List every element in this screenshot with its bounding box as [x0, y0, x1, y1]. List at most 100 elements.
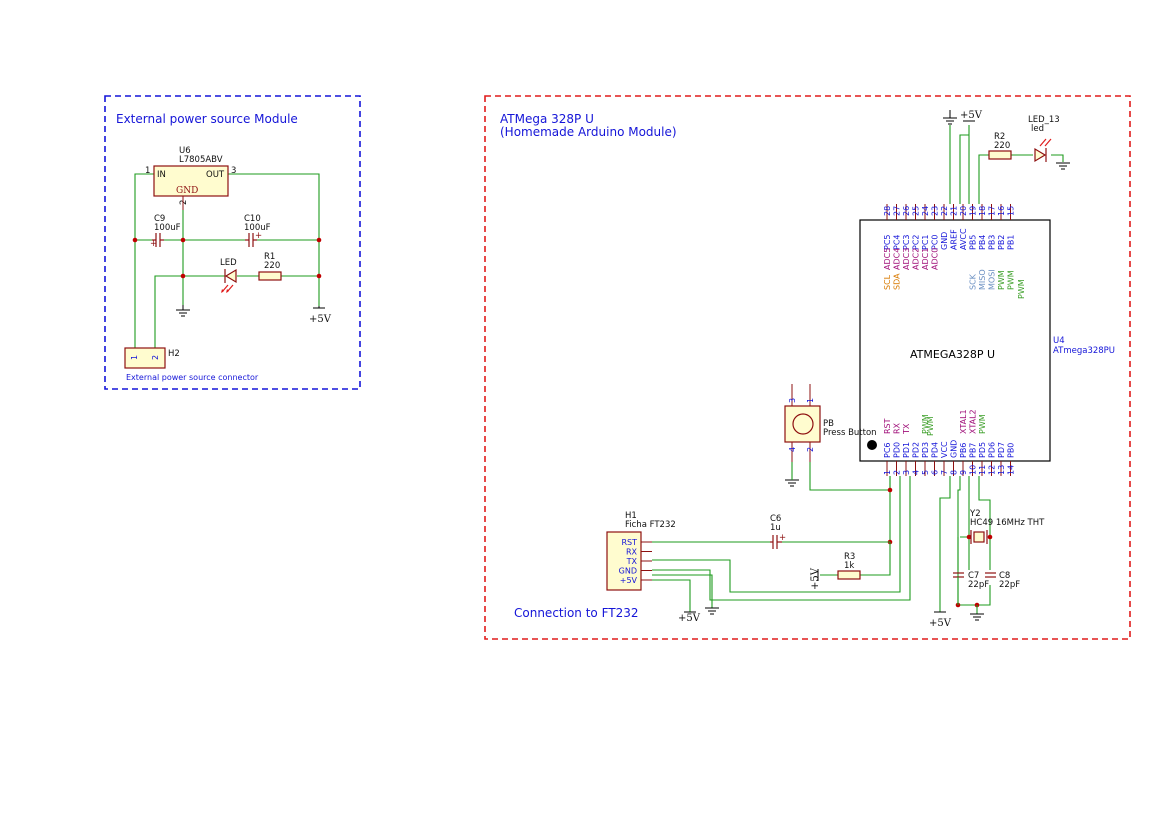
arduino-title: ATMega 328P U [500, 112, 594, 126]
u4-top-pins: 28PC5ADC5SCL27PC4ADC4SDA26PC3ADC325PC2AD… [883, 204, 1016, 290]
u4-pin-name: GND [950, 440, 959, 458]
u4-pin-number: 13 [997, 465, 1006, 475]
c9-capacitor[interactable]: + C9 100uF [150, 214, 181, 249]
h1-pin-label: RX [626, 548, 638, 557]
u4-pin-name: PD2 [912, 442, 921, 458]
h1-pin-label: TX [626, 557, 638, 566]
u4-chip[interactable]: ATMEGA328P U U4 ATmega328PU 28PC5ADC5SCL… [859, 204, 1115, 476]
r1-resistor[interactable]: R1 220 [258, 252, 282, 281]
u4-pin-func: PWM [921, 414, 930, 434]
svg-text:22pF: 22pF [999, 580, 1020, 590]
u4-pin-number: 12 [988, 465, 997, 475]
u4-pin-alt: ADC5 [883, 248, 892, 270]
svg-text:GND: GND [176, 186, 198, 196]
u4-pin-func: PWM [1007, 270, 1016, 290]
u4-pin-number: 16 [997, 206, 1006, 216]
svg-text:LED: LED [220, 258, 237, 268]
svg-text:LED_13: LED_13 [1028, 115, 1060, 125]
u4-pin-name: PD6 [988, 442, 997, 458]
svg-text:led: led [1031, 124, 1044, 134]
power-module-frame [104, 95, 361, 390]
svg-text:4: 4 [788, 447, 797, 452]
u4-pin-number: 26 [902, 206, 911, 216]
svg-text:IN: IN [157, 170, 166, 180]
u4-pin-name: PC3 [902, 235, 911, 251]
svg-text:3: 3 [788, 398, 797, 403]
u4-pin-name: GND [940, 232, 949, 250]
r2-resistor[interactable]: R2 220 [988, 132, 1012, 160]
svg-text:C10: C10 [244, 214, 261, 224]
u4-pin-number: 27 [893, 206, 902, 216]
u4-pin-name: PB3 [988, 235, 997, 250]
u4-pin-func: TX [902, 423, 911, 435]
c8-capacitor[interactable]: C8 22pF [985, 571, 1020, 590]
u4-pin-func: XTAL2 [969, 409, 978, 434]
svg-text:2: 2 [806, 447, 815, 452]
u4-pin-name: PC6 [883, 443, 892, 459]
c10-capacitor[interactable]: + C10 100uF [244, 214, 271, 247]
reset-push-button[interactable]: 3 1 4 2 PB Press Button [784, 384, 877, 462]
led13[interactable]: LED_13 led [1028, 115, 1060, 163]
u4-pin-number: 21 [950, 206, 959, 216]
u4-pin-name: PD0 [893, 442, 902, 458]
u4-pin-number: 20 [959, 206, 968, 216]
u4-pin-number: 28 [883, 206, 892, 216]
u4-pin-number: 23 [931, 206, 940, 216]
gnd-symbol-xtal [970, 613, 984, 621]
vcc-symbol-r3: +5V [810, 567, 821, 590]
svg-text:H2: H2 [168, 349, 180, 359]
h1-pin-label: RST [621, 538, 637, 547]
svg-text:Press Button: Press Button [823, 428, 877, 438]
u4-pin-func: RST [883, 418, 892, 434]
u4-pin-func: SCK [969, 273, 978, 290]
r3-resistor[interactable]: R3 1k [837, 552, 861, 580]
svg-text:100uF: 100uF [244, 223, 271, 233]
svg-text:3: 3 [231, 166, 236, 176]
vcc-symbol: +5V [309, 306, 332, 325]
svg-text:22pF: 22pF [968, 580, 989, 590]
u4-pin-name: PB1 [1007, 235, 1016, 250]
u4-pin-number: 22 [940, 206, 949, 216]
svg-text:2: 2 [151, 355, 160, 360]
arduino-module-frame [484, 95, 1131, 640]
h1-pin-label: +5V [620, 576, 638, 585]
u4-pin-number: 18 [978, 206, 987, 216]
u4-pin-alt: ADC3 [902, 248, 911, 270]
svg-text:L7805ABV: L7805ABV [179, 155, 223, 165]
svg-text:+5V: +5V [960, 110, 983, 121]
u4-pin-name: PB0 [1007, 443, 1016, 458]
u4-pin-name: PC2 [912, 235, 921, 251]
svg-text:ATMEGA328P U: ATMEGA328P U [910, 348, 995, 361]
c6-capacitor[interactable]: + C6 1u [770, 514, 786, 549]
u4-pin-name: PD5 [978, 442, 987, 458]
vcc-symbol-top: +5V [960, 110, 983, 122]
svg-text:PWM: PWM [926, 416, 935, 436]
u4-pin-number: 15 [1007, 206, 1016, 216]
h2-connector[interactable]: 1 2 H2 External power source connector [124, 347, 259, 382]
svg-text:1: 1 [806, 398, 815, 403]
u4-pin-name: PC4 [893, 235, 902, 251]
svg-text:ATmega328PU: ATmega328PU [1053, 346, 1115, 356]
u4-pin-number: 5 [921, 470, 930, 475]
u6-regulator[interactable]: U6 L7805ABV IN OUT GND 1 3 2 [145, 146, 236, 210]
gnd-symbol [176, 305, 190, 317]
y2-crystal[interactable]: Y2 HC49 16MHz THT [969, 509, 1045, 544]
u4-pin-number: 14 [1007, 465, 1016, 475]
ft232-caption: Connection to FT232 [514, 606, 639, 620]
power-led[interactable]: LED [220, 258, 237, 293]
u4-pin-name: PB5 [969, 235, 978, 250]
power-module: External power source Module U6 L7805ABV… [104, 95, 361, 390]
svg-text:U4: U4 [1053, 336, 1065, 346]
u4-pin-number: 17 [988, 206, 997, 216]
svg-text:PWM: PWM [1017, 279, 1026, 299]
u4-pin-name: PB6 [959, 443, 968, 458]
svg-text:220: 220 [264, 261, 280, 271]
u4-pin-name: PB4 [978, 235, 987, 250]
svg-text:+5V: +5V [678, 613, 701, 624]
c7-capacitor[interactable]: C7 22pF [953, 571, 989, 605]
u4-pin-number: 2 [893, 470, 902, 475]
svg-text:HC49 16MHz THT: HC49 16MHz THT [970, 518, 1045, 528]
gnd-symbol-top [943, 110, 957, 125]
